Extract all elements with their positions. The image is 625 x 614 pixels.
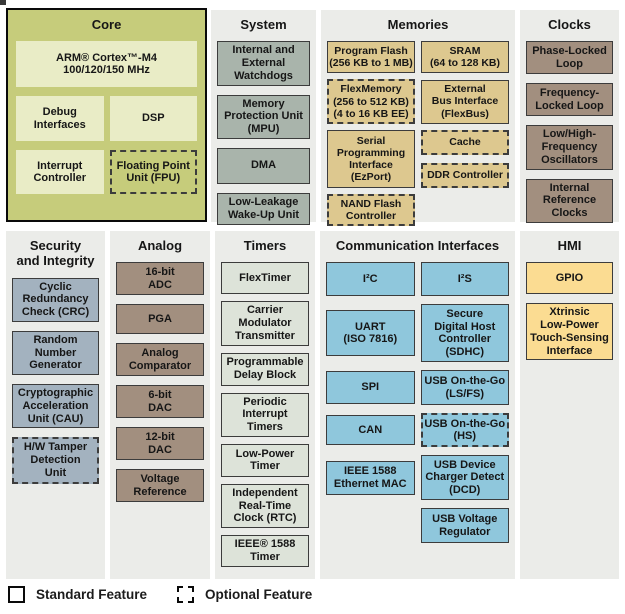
- block-llwu: Low-Leakage Wake-Up Unit: [217, 192, 310, 225]
- panel-communication-interfaces: Communication Interfaces I²C I²S UART (I…: [320, 231, 515, 579]
- panel-title-hmi: HMI: [557, 238, 582, 253]
- block-16bit-adc: 16-bit ADC: [116, 262, 204, 296]
- block-fll: Frequency- Locked Loop: [526, 83, 613, 117]
- panel-title-memories: Memories: [387, 17, 449, 32]
- panel-memories: Memories Program Flash (256 KB to 1 MB) …: [321, 10, 515, 227]
- block-usb-otg-hs: USB On-the-Go (HS): [420, 413, 509, 448]
- block-pll: Phase-Locked Loop: [526, 41, 613, 75]
- block-internal-reference-clocks: Internal Reference Clocks: [526, 178, 613, 223]
- block-programmable-delay-block: Programmable Delay Block: [221, 352, 309, 386]
- block-dsp: DSP: [109, 96, 197, 142]
- block-sdhc: Secure Digital Host Controller (SDHC): [420, 304, 509, 363]
- block-program-flash: Program Flash (256 KB to 1 MB): [327, 41, 415, 74]
- block-usb-otg-lsfs: USB On-the-Go (LS/FS): [420, 370, 509, 406]
- panel-core: Core ARM® Cortex™-M4 100/120/150 MHz Deb…: [6, 8, 207, 222]
- block-spi: SPI: [326, 371, 415, 405]
- block-tamper-detection: H/W Tamper Detection Unit: [12, 437, 99, 484]
- block-cache: Cache: [421, 129, 509, 155]
- panel-timers: Timers FlexTimer Carrier Modulator Trans…: [215, 231, 315, 579]
- block-mpu: Memory Protection Unit (MPU): [217, 94, 310, 139]
- panel-title-analog: Analog: [137, 238, 183, 253]
- legend-optional-label: Optional Feature: [205, 587, 313, 602]
- standard-feature-swatch-icon: [8, 586, 25, 603]
- panel-title-timers: Timers: [243, 238, 287, 253]
- block-usb-voltage-regulator: USB Voltage Regulator: [420, 508, 509, 544]
- legend-standard-label: Standard Feature: [36, 587, 148, 602]
- block-dma: DMA: [217, 147, 310, 184]
- block-voltage-reference: Voltage Reference: [116, 469, 204, 503]
- block-arm-cortex-m4: ARM® Cortex™-M4 100/120/150 MHz: [16, 41, 197, 88]
- block-low-power-timer: Low-Power Timer: [221, 443, 309, 477]
- block-usb-device-charger-detect: USB Device Charger Detect (DCD): [420, 455, 509, 501]
- block-i2s: I²S: [420, 262, 509, 297]
- block-crc: Cyclic Redundancy Check (CRC): [12, 277, 99, 322]
- panel-title-clocks: Clocks: [548, 17, 591, 32]
- block-carrier-modulator-transmitter: Carrier Modulator Transmitter: [221, 301, 309, 346]
- block-ddr-controller: DDR Controller: [421, 162, 509, 188]
- block-can: CAN: [326, 415, 415, 446]
- corner-mark: [0, 0, 6, 5]
- block-interrupt-controller: Interrupt Controller: [16, 150, 104, 195]
- block-oscillators: Low/High- Frequency Oscillators: [526, 125, 613, 170]
- block-i2c: I²C: [326, 262, 415, 297]
- block-debug-interfaces: Debug Interfaces: [16, 96, 104, 142]
- block-touch-sensing-interface: Xtrinsic Low-Power Touch-Sensing Interfa…: [526, 303, 613, 361]
- block-flexmemory: FlexMemory (256 to 512 KB) (4 to 16 KB E…: [327, 79, 415, 124]
- block-gpio: GPIO: [526, 262, 613, 295]
- block-floating-point-unit: Floating Point Unit (FPU): [109, 150, 197, 195]
- block-periodic-interrupt-timers: Periodic Interrupt Timers: [221, 392, 309, 437]
- block-ieee-1588-timer: IEEE® 1588 Timer: [221, 535, 309, 568]
- block-nand-flash-controller: NAND Flash Controller: [327, 193, 415, 227]
- panel-analog: Analog 16-bit ADC PGA Analog Comparator …: [110, 231, 210, 579]
- block-ieee-1588-ethernet-mac: IEEE 1588 Ethernet MAC: [326, 460, 415, 495]
- panel-title-communication-interfaces: Communication Interfaces: [335, 238, 500, 253]
- panel-system: System Internal and External Watchdogs M…: [211, 10, 316, 225]
- panel-clocks: Clocks Phase-Locked Loop Frequency- Lock…: [520, 10, 619, 223]
- legend: Standard Feature Optional Feature: [8, 586, 312, 603]
- optional-feature-swatch-icon: [177, 586, 195, 603]
- panel-title-core: Core: [91, 17, 122, 32]
- block-random-number-generator: Random Number Generator: [12, 330, 99, 376]
- block-uart: UART (ISO 7816): [326, 310, 415, 357]
- panel-security: Security and Integrity Cyclic Redundancy…: [6, 231, 105, 579]
- block-ezport: Serial Programming Interface (EzPort): [327, 129, 415, 188]
- block-sram: SRAM (64 to 128 KB): [421, 41, 509, 74]
- block-watchdogs: Internal and External Watchdogs: [217, 41, 310, 86]
- panel-title-security: Security and Integrity: [16, 238, 95, 269]
- block-6bit-dac: 6-bit DAC: [116, 385, 204, 419]
- block-flextimer: FlexTimer: [221, 262, 309, 295]
- block-pga: PGA: [116, 304, 204, 335]
- block-rtc: Independent Real-Time Clock (RTC): [221, 483, 309, 529]
- block-external-bus-interface: External Bus Interface (FlexBus): [421, 79, 509, 124]
- panel-title-system: System: [240, 17, 287, 32]
- panel-hmi: HMI GPIO Xtrinsic Low-Power Touch-Sensin…: [520, 231, 619, 579]
- block-12bit-dac: 12-bit DAC: [116, 427, 204, 461]
- block-cau: Cryptographic Acceleration Unit (CAU): [12, 384, 99, 429]
- block-analog-comparator: Analog Comparator: [116, 343, 204, 377]
